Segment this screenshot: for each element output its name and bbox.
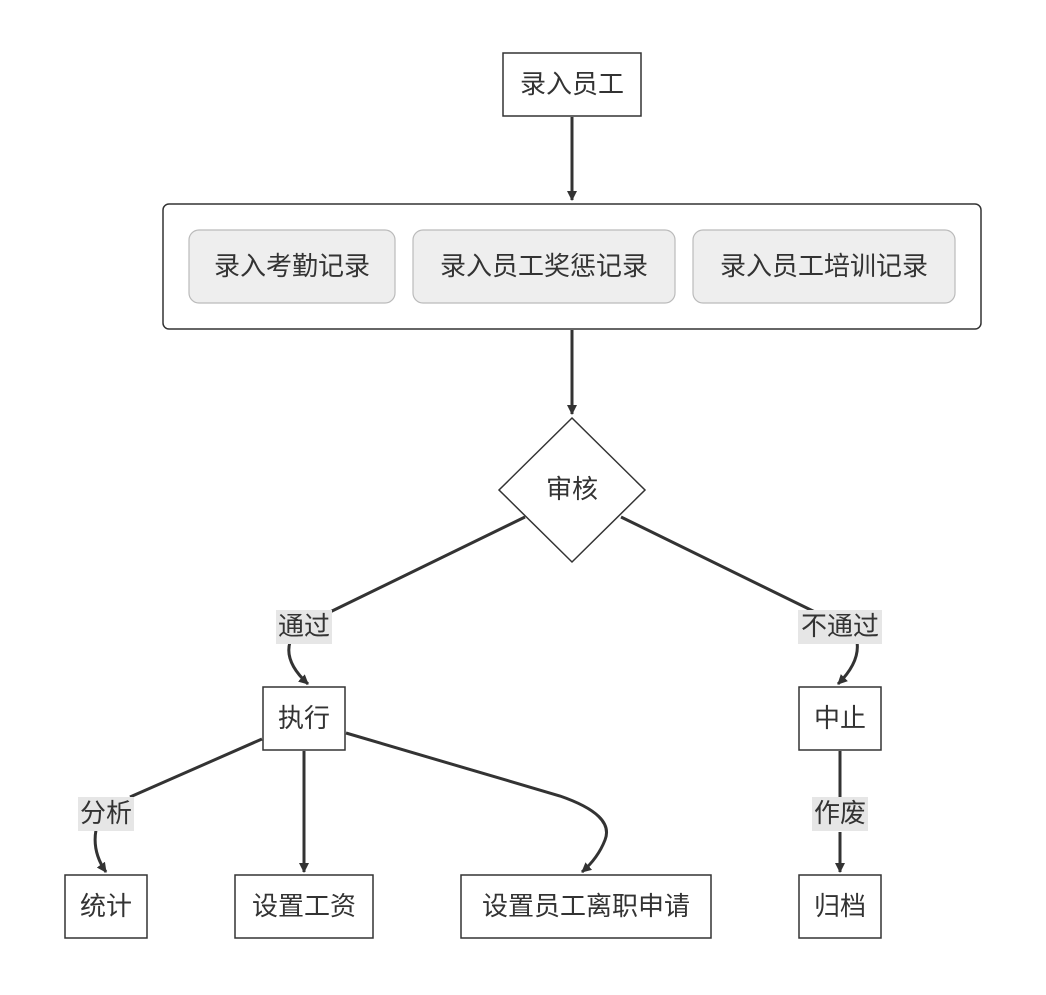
void-label-bg <box>812 797 868 831</box>
node-statistics[interactable]: 统计 <box>64 874 148 939</box>
fail-label: 不通过 <box>801 612 879 642</box>
node-execute-label: 执行 <box>278 704 330 734</box>
edge-review-pass <box>287 515 526 684</box>
node-enter-employee-label: 录入员工 <box>520 70 624 100</box>
node-archive[interactable]: 归档 <box>798 874 882 939</box>
node-attendance[interactable]: 录入考勤记录 <box>188 229 396 304</box>
edge-execute-resign <box>345 731 608 874</box>
node-set-salary[interactable]: 设置工资 <box>234 874 374 939</box>
edge-review-fail <box>620 515 859 684</box>
node-attendance-label: 录入考勤记录 <box>214 252 370 282</box>
node-suspend[interactable]: 中止 <box>798 686 882 751</box>
node-training[interactable]: 录入员工培训记录 <box>692 229 956 304</box>
node-suspend-label: 中止 <box>814 704 866 734</box>
node-enter-employee[interactable]: 录入员工 <box>502 52 642 117</box>
node-statistics-label: 统计 <box>80 892 132 922</box>
pass-label-bg <box>276 610 332 644</box>
node-resign-request-label: 设置员工离职申请 <box>482 892 690 922</box>
analyze-label-bg <box>78 797 134 831</box>
node-execute[interactable]: 执行 <box>262 686 346 751</box>
node-reward-punish[interactable]: 录入员工奖惩记录 <box>412 229 676 304</box>
void-label: 作废 <box>814 799 866 829</box>
node-archive-label: 归档 <box>814 892 866 922</box>
edge-execute-analyze <box>93 737 263 872</box>
node-review[interactable]: 审核 <box>497 416 647 564</box>
node-training-label: 录入员工培训记录 <box>720 252 928 282</box>
node-set-salary-label: 设置工资 <box>252 892 356 922</box>
node-review-label: 审核 <box>546 475 598 505</box>
fail-label-bg <box>798 610 882 644</box>
node-reward-punish-label: 录入员工奖惩记录 <box>440 252 648 282</box>
node-resign-request[interactable]: 设置员工离职申请 <box>460 874 712 939</box>
analyze-label: 分析 <box>80 799 132 829</box>
pass-label: 通过 <box>278 612 330 642</box>
